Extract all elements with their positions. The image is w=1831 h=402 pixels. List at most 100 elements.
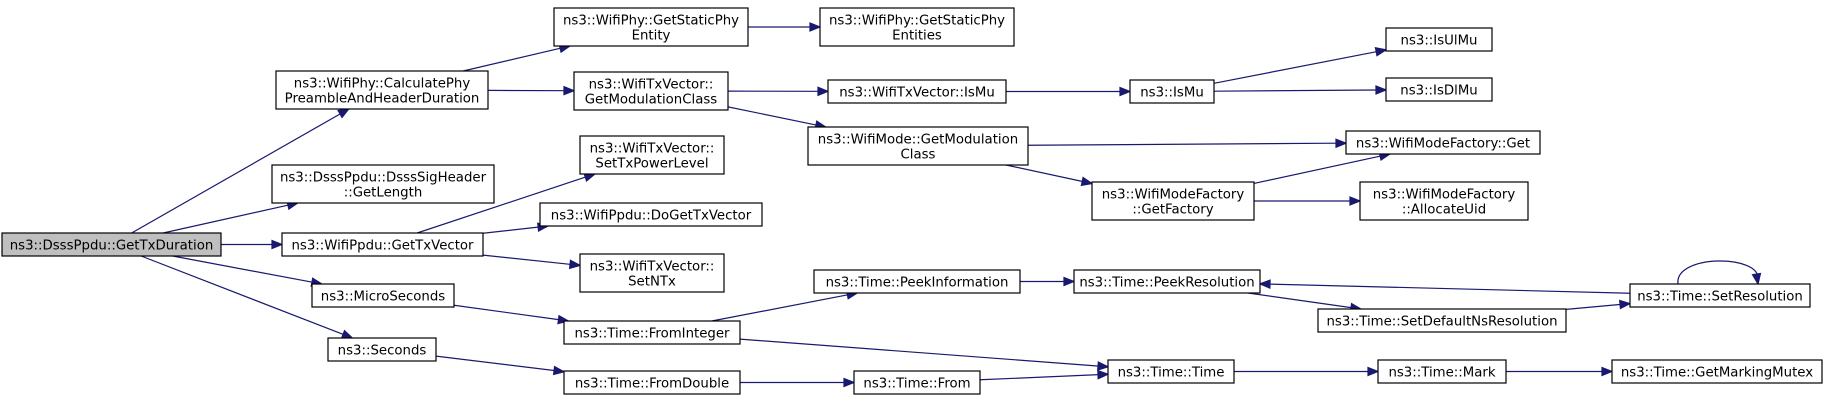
edge-line <box>172 255 314 283</box>
node-box <box>1091 181 1255 221</box>
node-sigLen[interactable]: ns3::DsssPpdu::DsssSigHeader::GetLength <box>271 164 495 204</box>
edge-line <box>1027 142 1338 146</box>
node-getFactory[interactable]: ns3::WifiModeFactory::GetFactory <box>1091 181 1255 221</box>
edge-line <box>462 47 562 72</box>
arrowhead-icon <box>1080 176 1094 187</box>
node-label: ns3::WifiModeFactory <box>1102 188 1245 203</box>
node-box <box>281 232 484 257</box>
node-getModClass[interactable]: ns3::WifiTxVector::GetModulationClass <box>573 71 729 111</box>
node-modeModClass[interactable]: ns3::WifiMode::GetModulationClass <box>807 126 1029 166</box>
node-label: ns3::WifiPhy::GetStaticPhy <box>829 14 1005 29</box>
arrowhead-icon <box>1119 86 1132 97</box>
node-label: Class <box>901 148 936 163</box>
node-box <box>1611 359 1823 384</box>
arrowhead-icon <box>1097 369 1110 380</box>
node-label: ns3::MicroSeconds <box>321 290 445 305</box>
edge-ppduTx-to-doGetTx <box>482 222 550 234</box>
edge-getFactory-to-allocUid <box>1254 196 1362 206</box>
arrowhead-icon <box>552 365 566 376</box>
edge-line <box>979 374 1100 381</box>
node-setRes[interactable]: ns3::Time::SetResolution <box>1629 283 1811 308</box>
edge-root-to-ppduTx <box>221 239 284 250</box>
node-label: ns3::IsMu <box>1140 86 1204 101</box>
node-micro[interactable]: ns3::MicroSeconds <box>311 283 455 308</box>
edge-getModClass-to-txIsMu <box>727 86 830 97</box>
node-label: ns3::WifiTxVector:: <box>589 78 714 93</box>
node-box <box>1 232 222 257</box>
node-ppduTx[interactable]: ns3::WifiPpdu::GetTxVector <box>281 232 484 257</box>
arrowhead-icon <box>809 22 822 32</box>
node-label: ns3::WifiModeFactory <box>1373 188 1516 203</box>
edge-line <box>1565 303 1622 310</box>
edge-line <box>1253 155 1382 185</box>
node-box <box>1345 130 1541 155</box>
node-peekRes[interactable]: ns3::Time::PeekResolution <box>1073 269 1261 294</box>
node-calcPhy[interactable]: ns3::WifiPhy::CalculatePhyPreambleAndHea… <box>275 70 489 110</box>
node-label: ns3::WifiPpdu::GetTxVector <box>291 239 474 254</box>
node-factoryGet[interactable]: ns3::WifiModeFactory::Get <box>1345 130 1541 155</box>
node-box <box>827 79 1007 104</box>
edge-modeModClass-to-factoryGet <box>1027 138 1348 149</box>
node-label: ns3::IsDlMu <box>1400 84 1477 99</box>
node-label: ns3::WifiTxVector:: <box>590 260 715 275</box>
edge-line <box>131 112 342 234</box>
node-label: ns3::WifiPpdu::DoGetTxVector <box>551 209 752 224</box>
node-isUlMu[interactable]: ns3::IsUlMu <box>1385 27 1493 52</box>
node-box <box>1129 79 1215 104</box>
edge-fromInteger-to-peekInfo <box>711 290 859 322</box>
node-box <box>579 135 725 175</box>
node-box <box>1629 283 1811 308</box>
node-setDefaultNs[interactable]: ns3::Time::SetDefaultNsResolution <box>1317 308 1567 333</box>
arrowhead-icon <box>271 239 284 250</box>
edge-line <box>416 176 587 234</box>
node-seconds[interactable]: ns3::Seconds <box>327 337 437 362</box>
node-label: ns3::Time::SetDefaultNsResolution <box>1326 315 1557 330</box>
arrowhead-icon <box>817 86 830 97</box>
node-label: ns3::Seconds <box>338 344 427 359</box>
node-setTxPower[interactable]: ns3::WifiTxVector::SetTxPowerLevel <box>579 135 725 175</box>
node-box <box>563 320 741 345</box>
node-box <box>853 370 981 395</box>
node-label: ns3::Time::SetResolution <box>1637 290 1803 305</box>
node-isMu[interactable]: ns3::IsMu <box>1129 79 1215 104</box>
edge-fromDouble-to-from <box>740 377 856 388</box>
node-label: ns3::Time::FromDouble <box>575 377 729 392</box>
arrowhead-icon <box>1619 299 1632 310</box>
node-doGetTx[interactable]: ns3::WifiPpdu::DoGetTxVector <box>539 202 763 227</box>
edge-from-to-time <box>979 369 1110 381</box>
node-label: Entity <box>632 29 671 44</box>
arrowhead-icon <box>1374 47 1388 57</box>
node-peekInfo[interactable]: ns3::Time::PeekInformation <box>813 269 1021 294</box>
node-fromDouble[interactable]: ns3::Time::FromDouble <box>563 370 741 395</box>
node-box <box>819 7 1015 47</box>
node-box <box>813 269 1021 294</box>
node-label: ns3::Time::GetMarkingMutex <box>1621 366 1813 381</box>
node-markMutex[interactable]: ns3::Time::GetMarkingMutex <box>1611 359 1823 384</box>
node-from[interactable]: ns3::Time::From <box>853 370 981 395</box>
node-root[interactable]: ns3::DsssPpdu::GetTxDuration <box>1 232 222 257</box>
node-txIsMu[interactable]: ns3::WifiTxVector::IsMu <box>827 79 1007 104</box>
node-box <box>271 164 495 204</box>
arrowhead-icon <box>1349 196 1362 206</box>
edge-setDefaultNs-to-setRes <box>1565 299 1632 310</box>
edge-line <box>1677 260 1759 285</box>
node-box <box>275 70 489 110</box>
node-fromInteger[interactable]: ns3::Time::FromInteger <box>563 320 741 345</box>
node-mark[interactable]: ns3::Time::Mark <box>1377 359 1507 384</box>
node-time[interactable]: ns3::Time::Time <box>1107 359 1235 384</box>
node-allocUid[interactable]: ns3::WifiModeFactory::AllocateUid <box>1359 181 1529 221</box>
node-label: ns3::Time::Mark <box>1388 366 1495 381</box>
node-box <box>1073 269 1261 294</box>
node-box <box>1385 77 1493 102</box>
node-setNTx[interactable]: ns3::WifiTxVector::SetNTx <box>579 253 725 293</box>
node-label: ns3::WifiPhy::GetStaticPhy <box>563 14 739 29</box>
node-box <box>573 71 729 111</box>
edge-fromInteger-to-time <box>739 338 1110 371</box>
arrowhead-icon <box>340 329 354 339</box>
edges-layer <box>131 22 1762 388</box>
arrowhead-icon <box>1258 279 1271 290</box>
node-isDlMu[interactable]: ns3::IsDlMu <box>1385 77 1493 102</box>
